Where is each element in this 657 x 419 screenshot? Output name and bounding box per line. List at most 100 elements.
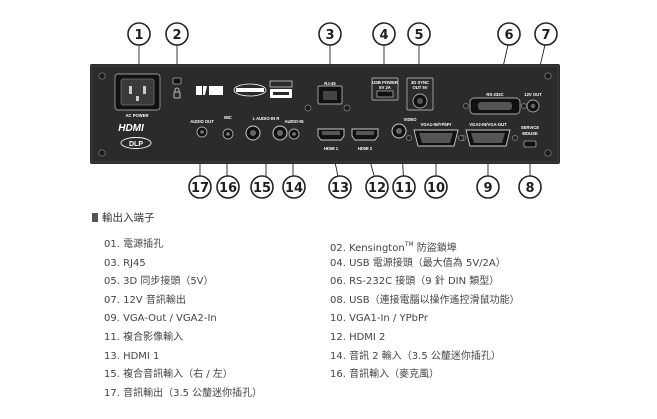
legend-item: 05. 3D 同步接頭（5V）: [104, 276, 214, 288]
callout-17: 17: [188, 175, 212, 199]
rs232c-label: RS-232C: [486, 92, 503, 97]
svg-text:4: 4: [379, 28, 388, 43]
svg-text:5: 5: [414, 28, 423, 43]
svg-text:2: 2: [172, 28, 181, 43]
hdmi2-label: HDMI 2: [358, 146, 373, 151]
svg-text:8: 8: [525, 181, 534, 196]
audio-in-label: AUDIO-IN: [284, 119, 303, 124]
svg-text:6: 6: [504, 28, 513, 43]
svg-text:3: 3: [325, 28, 334, 43]
12v-out-port: [526, 99, 540, 113]
legend-item: 08. USB（連接電腦以操作遙控滑鼠功能）: [330, 294, 520, 306]
svg-text:13: 13: [331, 181, 349, 196]
legend-item: 15. 複合音訊輸入（右 / 左）: [104, 369, 233, 381]
vga1-in-label: VGA1-IN/YPbPr: [421, 122, 452, 127]
legend-item: 07. 12V 音訊輸出: [104, 294, 186, 306]
legend-item-kensington: 02. KensingtonTM 防盜鎖埠: [330, 236, 520, 255]
svg-text:15: 15: [253, 181, 271, 196]
legend-item: 11. 複合影像輸入: [104, 331, 184, 343]
svg-text:12: 12: [368, 181, 386, 196]
vga1-in-port: [406, 129, 466, 147]
callout-1: 1: [127, 22, 151, 46]
usb-power-rating: 5V 2A: [379, 85, 391, 90]
callout-4: 4: [372, 22, 396, 46]
legend-item: 03. RJ45: [104, 257, 146, 269]
legend-left-column: 01. 電源插孔 03. RJ45 05. 3D 同步接頭（5V） 07. 12…: [104, 236, 262, 403]
vga-out-label: VGA2-IN/VGA-OUT: [469, 122, 507, 127]
mic-jack: [222, 128, 234, 140]
dlp-logo: DLP: [129, 141, 143, 148]
control-logos: [196, 80, 293, 98]
callout-9: 9: [476, 175, 500, 199]
3d-sync-port: [406, 77, 434, 111]
legend-item: 16. 音訊輸入（麥克風）: [330, 369, 440, 381]
callouts-bottom: 17 16 15 14 13 12 11 10 9 8: [188, 175, 542, 199]
hdmi2-port: [351, 128, 379, 141]
audio-in-lr-label: L AUDIO-IN R: [253, 116, 280, 121]
hdmi1-label: HDMI 1: [324, 146, 339, 151]
projector-rear-panel-diagram: AC POWER HDMI DLP RJ-45 USB POWER 5V 2A …: [90, 22, 560, 199]
kensington-prefix: 02. Kensington: [330, 243, 405, 254]
ac-power-socket: [114, 73, 161, 111]
video-label: VIDEO: [403, 117, 417, 122]
callout-16: 16: [216, 175, 240, 199]
service-label: SERVICE: [521, 125, 540, 130]
svg-text:16: 16: [219, 181, 237, 196]
legend-item: 06. RS-232C 接頭（9 針 DIN 類型）: [330, 276, 500, 288]
mouse-label: MOUSE: [522, 131, 538, 136]
callout-7: 7: [534, 22, 558, 46]
hdmi-logo: HDMI: [118, 123, 144, 134]
rj45-port: [317, 85, 343, 105]
legend-item: 17. 音訊輸出（3.5 公釐迷你插孔）: [104, 387, 263, 399]
callout-14: 14: [282, 175, 306, 199]
kensington-suffix: 防盜鎖埠: [413, 243, 457, 254]
service-usb-port: [523, 140, 537, 148]
section-heading: 輸出入端子: [92, 210, 155, 225]
3d-sync-rating: OUT 5V: [412, 85, 427, 90]
dlp-logo-ring: [120, 137, 152, 149]
vga-out-port: [458, 129, 518, 147]
callout-10: 10: [424, 175, 448, 199]
callout-12: 12: [365, 175, 389, 199]
usb-power-label: USB POWER: [372, 80, 398, 85]
panel-screws: [98, 72, 552, 157]
mic-label: MIC: [224, 115, 232, 120]
legend-item: 13. HDMI 1: [104, 350, 160, 362]
svg-text:10: 10: [427, 181, 445, 196]
rs232c-port: [463, 97, 527, 115]
12v-out-label: 12V OUT: [524, 92, 542, 97]
callout-5: 5: [407, 22, 431, 46]
section-title: 輸出入端子: [102, 212, 155, 224]
ac-power-label: AC POWER: [125, 113, 148, 118]
kensington-lock-icon: [172, 77, 182, 99]
usb-power-port: [371, 77, 399, 101]
trademark-mark: TM: [404, 241, 414, 248]
3d-sync-label: 3D SYNC: [411, 80, 429, 85]
audio-out-jack: [196, 126, 208, 138]
legend-item: 10. VGA1-In / YPbPr: [330, 313, 428, 325]
callout-8: 8: [518, 175, 542, 199]
audio-in-lr-jacks: [245, 125, 288, 141]
audio-in-jack: [288, 128, 300, 140]
video-jack: [391, 123, 407, 139]
svg-text:7: 7: [541, 28, 550, 43]
svg-text:11: 11: [395, 181, 413, 196]
legend-item: 04. USB 電源接頭（最大值為 5V/2A）: [330, 257, 506, 269]
legend-item: 09. VGA-Out / VGA2-In: [104, 313, 217, 325]
legend-item: 12. HDMI 2: [330, 331, 386, 343]
callout-3: 3: [318, 22, 342, 46]
callout-15: 15: [250, 175, 274, 199]
legend-right-column: 02. KensingtonTM 防盜鎖埠 04. USB 電源接頭（最大值為 …: [330, 236, 520, 385]
heading-marker: [92, 213, 98, 222]
callout-6: 6: [497, 22, 521, 46]
audio-out-label: AUDIO OUT: [190, 119, 214, 124]
rj45-label: RJ-45: [324, 81, 336, 86]
callouts-top: 1 2 3 4 5 6 7: [127, 22, 558, 46]
svg-text:14: 14: [285, 181, 303, 196]
callout-13: 13: [328, 175, 352, 199]
svg-text:17: 17: [191, 181, 209, 196]
legend-item: 01. 電源插孔: [104, 239, 164, 250]
callout-2: 2: [165, 22, 189, 46]
svg-text:1: 1: [134, 28, 143, 43]
legend-item: 14. 音訊 2 輸入（3.5 公釐迷你插孔）: [330, 350, 501, 362]
